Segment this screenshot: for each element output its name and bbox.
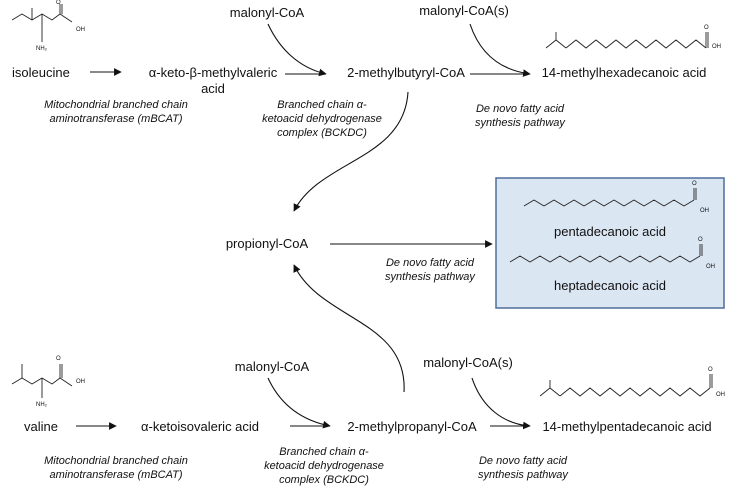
isoleucine-nh2-label: NH₂ [36, 46, 48, 52]
mbcat-top-label-2: aminotransferase (mBCAT) [49, 113, 182, 125]
arrow-malonyl-bottom-2 [471, 377, 531, 430]
heptadecanoic-label: heptadecanoic acid [554, 278, 666, 293]
bckdc-bottom-label-2: ketoacid dehydrogenase [264, 460, 384, 472]
bckdc-top-label-2: ketoacid dehydrogenase [262, 113, 382, 125]
pentadecanoic-label: pentadecanoic acid [554, 224, 666, 239]
valine-structure-icon: OH O NH₂ [11, 356, 85, 408]
ketoisovaleric-label: α-ketoisovaleric acid [141, 419, 259, 434]
isoleucine-label: isoleucine [12, 65, 70, 80]
methylhexadecanoic-structure-icon: O OH [545, 25, 721, 50]
valine-o-label: O [56, 356, 61, 362]
arrow-methylpropanyl-to-propionyl [293, 264, 405, 393]
fas-top-label-2: synthesis pathway [475, 117, 566, 129]
bckdc-top-label-3: complex (BCKDC) [277, 127, 367, 139]
methylbutyryl-coa-label: 2-methylbutyryl-CoA [347, 65, 465, 80]
keto-methylvaleric-label-1: α-keto-β-methylvaleric [149, 65, 278, 80]
heptadecanoic-o-label: O [698, 237, 703, 243]
pentadecanoic-oh-label: OH [700, 208, 709, 214]
arrow-malonyl-top-1 [267, 23, 327, 77]
heptadecanoic-structure-icon: O OH [509, 237, 715, 270]
valine-oh-label: OH [76, 379, 85, 385]
fas-bottom-label-1: De novo fatty acid [479, 455, 568, 467]
keto-methylvaleric-label-2: acid [201, 81, 225, 96]
arrows [76, 23, 531, 430]
malonyl-coas-top-label: malonyl-CoA(s) [419, 3, 509, 18]
propionyl-coa-label: propionyl-CoA [226, 236, 309, 251]
mbcat-bottom-label-2: aminotransferase (mBCAT) [49, 469, 182, 481]
methylpentadecanoic-o-label: O [708, 367, 713, 373]
arrow-methylbutyryl-to-propionyl [293, 91, 409, 212]
fas-middle-label-2: synthesis pathway [385, 271, 476, 283]
mbcat-bottom-label-1: Mitochondrial branched chain [44, 455, 188, 467]
methylhexadecanoic-oh-label: OH [712, 44, 721, 50]
malonyl-coa-top-label: malonyl-CoA [230, 5, 305, 20]
arrow-malonyl-bottom-1 [267, 377, 331, 429]
isoleucine-o-label: O [56, 0, 61, 6]
malonyl-coa-bottom-label: malonyl-CoA [235, 359, 310, 374]
methylhexadecanoic-o-label: O [704, 25, 709, 31]
methylhexadecanoic-label: 14-methylhexadecanoic acid [542, 65, 707, 80]
fas-middle-label-1: De novo fatty acid [386, 257, 475, 269]
pentadecanoic-structure-icon: O OH [523, 181, 709, 214]
methylpentadecanoic-structure-icon: O OH [539, 367, 725, 398]
heptadecanoic-oh-label: OH [706, 264, 715, 270]
isoleucine-structure-icon: OH O NH₂ [11, 0, 85, 52]
methylpropanyl-coa-label: 2-methylpropanyl-CoA [347, 419, 477, 434]
methylpentadecanoic-label: 14-methylpentadecanoic acid [542, 419, 711, 434]
methylpentadecanoic-oh-label: OH [716, 392, 725, 398]
arrow-malonyl-top-2 [469, 23, 531, 77]
bckdc-bottom-label-3: complex (BCKDC) [279, 474, 369, 486]
pentadecanoic-o-label: O [692, 181, 697, 187]
mbcat-top-label-1: Mitochondrial branched chain [44, 99, 188, 111]
bckdc-bottom-label-1: Branched chain α- [279, 446, 369, 458]
malonyl-coas-bottom-label: malonyl-CoA(s) [423, 355, 513, 370]
bckdc-top-label-1: Branched chain α- [277, 99, 367, 111]
fas-top-label-1: De novo fatty acid [476, 103, 565, 115]
valine-label: valine [24, 419, 58, 434]
fas-bottom-label-2: synthesis pathway [478, 469, 569, 481]
isoleucine-oh-label: OH [76, 27, 85, 33]
valine-nh2-label: NH₂ [36, 402, 48, 408]
